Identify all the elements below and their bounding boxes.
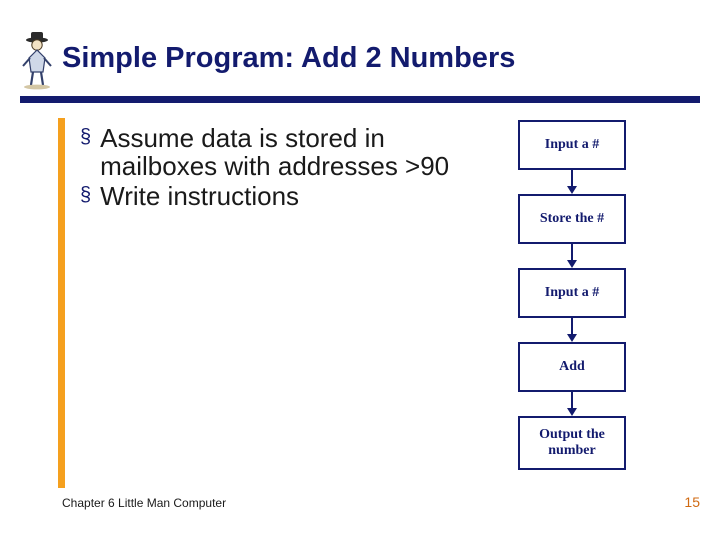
little-man-icon (14, 28, 60, 90)
flow-arrow-icon (518, 318, 626, 342)
flow-arrow-icon (518, 392, 626, 416)
flow-step-box: Input a # (518, 120, 626, 170)
flow-step-box: Input a # (518, 268, 626, 318)
flow-step-box: Store the # (518, 194, 626, 244)
flow-step-box: Output the number (518, 416, 626, 470)
page-title: Simple Program: Add 2 Numbers (62, 42, 516, 74)
flow-arrow-icon (518, 170, 626, 194)
flow-step-box: Add (518, 342, 626, 392)
footer-label: Chapter 6 Little Man Computer (62, 496, 227, 510)
bullet-list: § Assume data is stored in mailboxes wit… (80, 124, 480, 212)
page-number: 15 (684, 494, 700, 510)
accent-bar (58, 118, 65, 488)
bullet-text: Write instructions (100, 181, 300, 212)
bullet-text: Assume data is stored in mailboxes with … (100, 123, 450, 182)
bullet-marker-icon: § (80, 126, 92, 148)
bullet-marker-icon: § (80, 184, 92, 207)
header-divider (20, 96, 700, 103)
flowchart: Input a # Store the # Input a # Add Outp… (518, 120, 628, 470)
list-item: § Assume data is stored in mailboxes wit… (80, 124, 480, 180)
list-item: § Write instructions (80, 182, 480, 210)
flow-arrow-icon (518, 244, 626, 268)
